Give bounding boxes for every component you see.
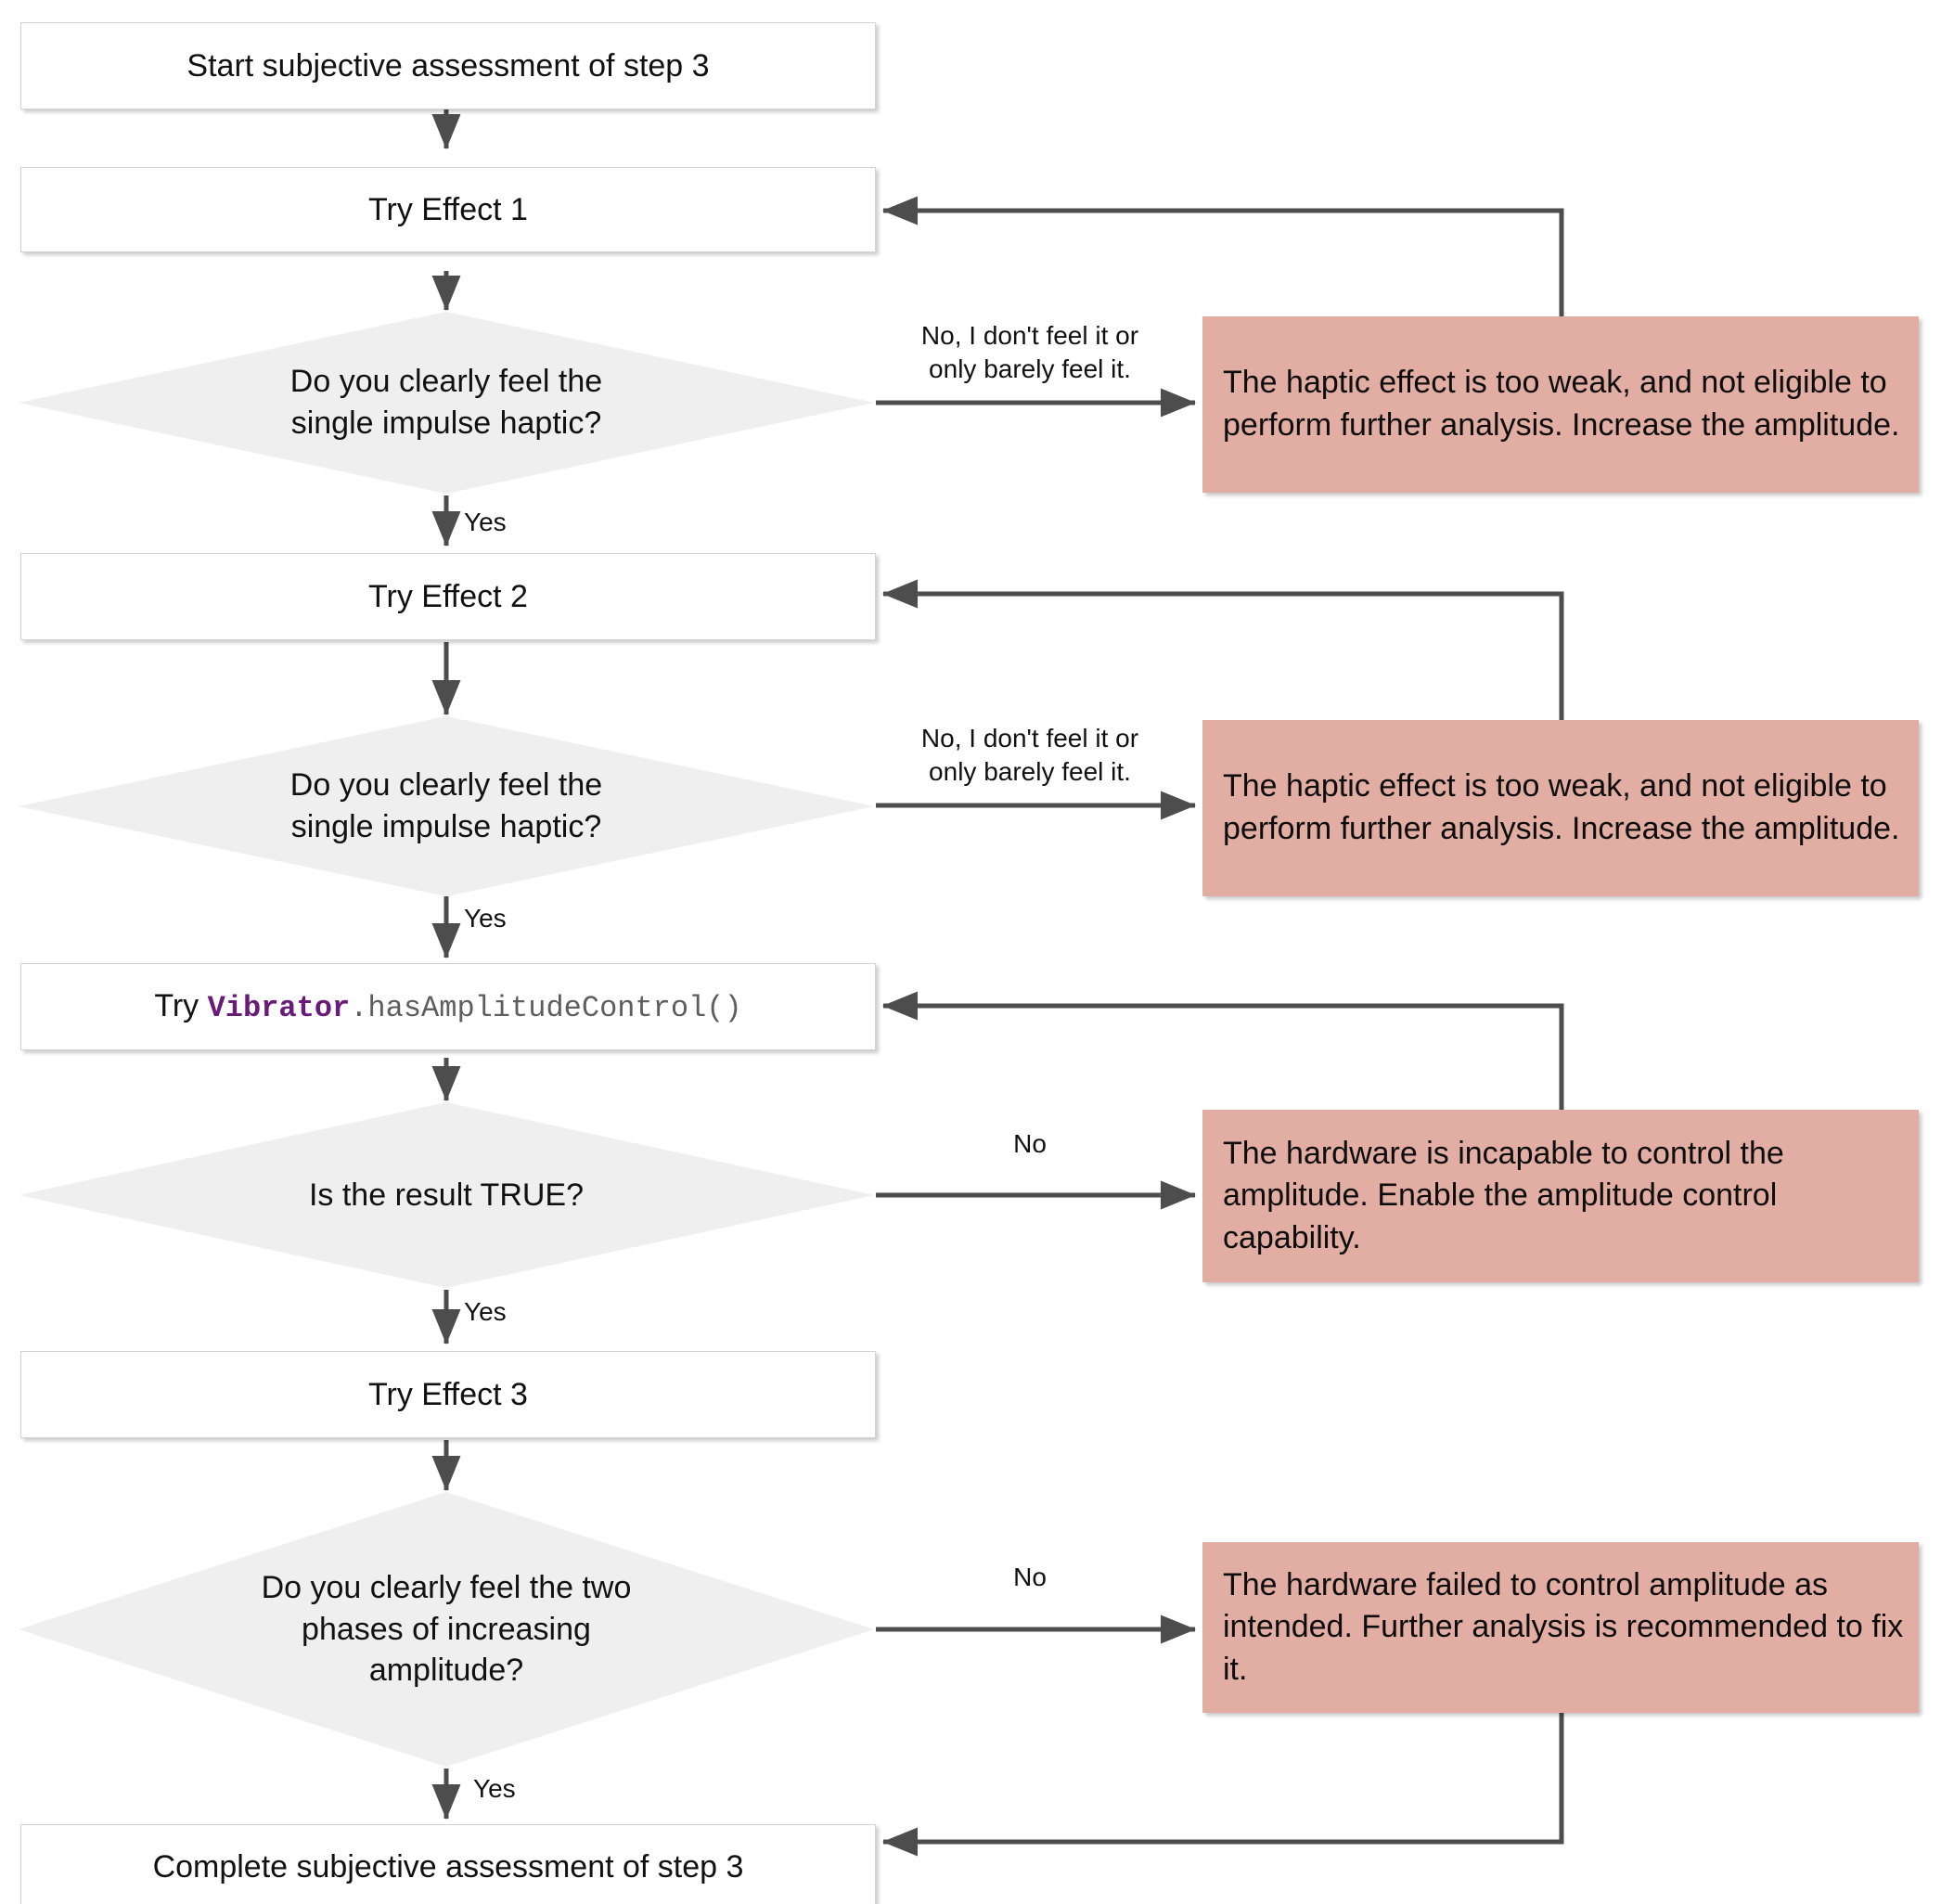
decision-feel-single-impulse-1[interactable]: Do you clearly feel the single impulse h…	[19, 312, 874, 494]
decision-result-true[interactable]: Is the result TRUE?	[19, 1102, 874, 1288]
note-hardware-incapable-label: The hardware is incapable to control the…	[1223, 1135, 1784, 1255]
edge-label-decision1-yes: Yes	[464, 508, 507, 536]
decision-feel-two-phases[interactable]: Do you clearly feel the two phases of in…	[19, 1492, 874, 1767]
edge-note1-feedback	[882, 196, 1564, 316]
process-effect-3-label: Try Effect 3	[368, 1376, 528, 1412]
process-effect-3[interactable]: Try Effect 3	[20, 1351, 876, 1438]
code-line: Try Vibrator.hasAmplitudeControl()	[154, 986, 741, 1027]
edge-label-decision4-yes: Yes	[473, 1774, 516, 1803]
note-haptic-too-weak-2: The haptic effect is too weak, and not e…	[1202, 720, 1919, 896]
decision-result-true-label: Is the result TRUE?	[308, 1177, 585, 1213]
process-start-label: Start subjective assessment of step 3	[186, 47, 710, 84]
note-haptic-too-weak-1-label: The haptic effect is too weak, and not e…	[1223, 365, 1900, 443]
edge-note3-feedback	[882, 991, 1564, 1110]
process-effect-1[interactable]: Try Effect 1	[20, 167, 876, 252]
decision-feel-two-phases-label: Do you clearly feel the two phases of in…	[261, 1569, 632, 1689]
process-vibrator-has-amplitude-control[interactable]: Try Vibrator.hasAmplitudeControl()	[20, 963, 876, 1050]
note-haptic-too-weak-2-label: The haptic effect is too weak, and not e…	[1223, 768, 1900, 846]
process-complete-label: Complete subjective assessment of step 3	[152, 1848, 744, 1885]
edge-label-decision4-no: No	[1013, 1563, 1047, 1591]
process-complete[interactable]: Complete subjective assessment of step 3	[20, 1824, 876, 1904]
process-effect-2[interactable]: Try Effect 2	[20, 553, 876, 640]
note-haptic-too-weak-1: The haptic effect is too weak, and not e…	[1202, 316, 1919, 493]
process-effect-2-label: Try Effect 2	[368, 578, 528, 614]
process-effect-1-label: Try Effect 1	[368, 191, 528, 227]
code-class-name: Vibrator	[207, 991, 351, 1025]
process-start[interactable]: Start subjective assessment of step 3	[20, 22, 876, 109]
note-hardware-failed-label: The hardware failed to control amplitude…	[1223, 1566, 1904, 1687]
decision-feel-single-impulse-2-label: Do you clearly feel the single impulse h…	[289, 767, 603, 844]
edge-label-decision2-no: No, I don't feel it or only barely feel …	[920, 724, 1139, 787]
edge-label-decision3-no: No	[1013, 1129, 1047, 1158]
edge-label-decision1-no: No, I don't feel it or only barely feel …	[920, 321, 1139, 384]
code-member-name: .hasAmplitudeControl()	[350, 991, 742, 1025]
decision-feel-single-impulse-2[interactable]: Do you clearly feel the single impulse h…	[19, 716, 874, 896]
edge-note4-feedback	[882, 1711, 1564, 1857]
note-hardware-incapable: The hardware is incapable to control the…	[1202, 1110, 1919, 1282]
decision-feel-single-impulse-1-label: Do you clearly feel the single impulse h…	[289, 364, 603, 441]
code-prefix: Try	[154, 988, 208, 1023]
edge-label-decision2-yes: Yes	[464, 904, 507, 933]
edge-note2-feedback	[882, 579, 1564, 720]
edge-label-decision3-yes: Yes	[464, 1297, 507, 1326]
note-hardware-failed: The hardware failed to control amplitude…	[1202, 1542, 1919, 1713]
